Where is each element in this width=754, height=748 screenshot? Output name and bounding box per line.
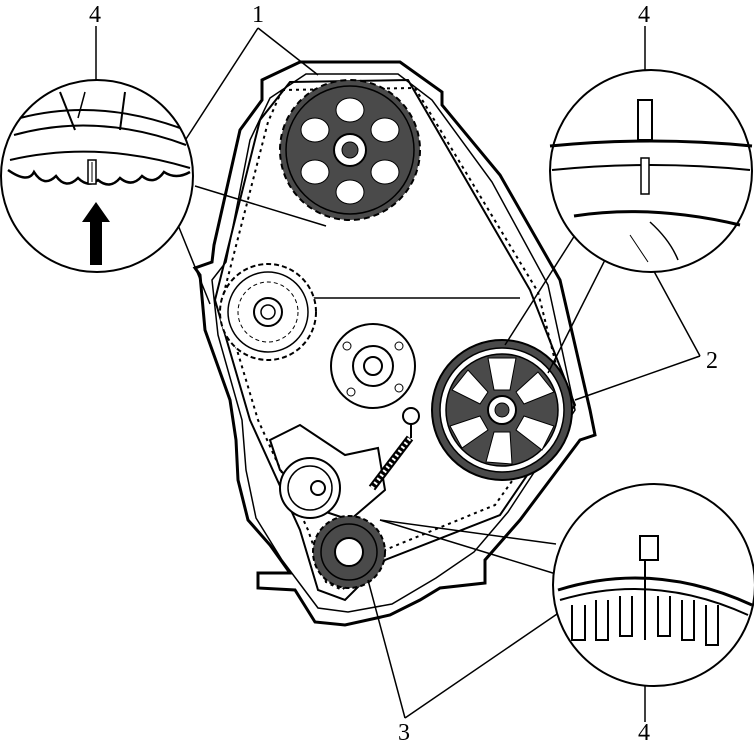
engine-cover-inner (211, 73, 576, 613)
detail-crankshaft-mark (552, 483, 754, 687)
crankshaft-sprocket (312, 515, 386, 589)
callout-4-top-right: 4 (638, 2, 650, 28)
camshaft-sprocket (279, 79, 421, 221)
callout-2: 2 (706, 348, 718, 374)
timing-belt (213, 78, 577, 602)
leader-lines (95, 26, 701, 722)
crank-pulley (431, 339, 573, 481)
tensioner-spring (368, 407, 420, 491)
callout-3: 3 (398, 720, 410, 746)
callout-4-top-left: 4 (89, 2, 101, 28)
tensioner-pulley (279, 457, 341, 519)
water-pump-flange (330, 323, 416, 409)
detail-pulley-mark (549, 69, 753, 273)
engine-cover-outline (192, 60, 597, 627)
idler-sprocket (219, 263, 317, 361)
detail-camshaft-mark (0, 79, 194, 273)
callout-1: 1 (252, 2, 264, 28)
arrow-up-icon (82, 202, 110, 265)
callout-4-bottom-right: 4 (638, 720, 650, 746)
